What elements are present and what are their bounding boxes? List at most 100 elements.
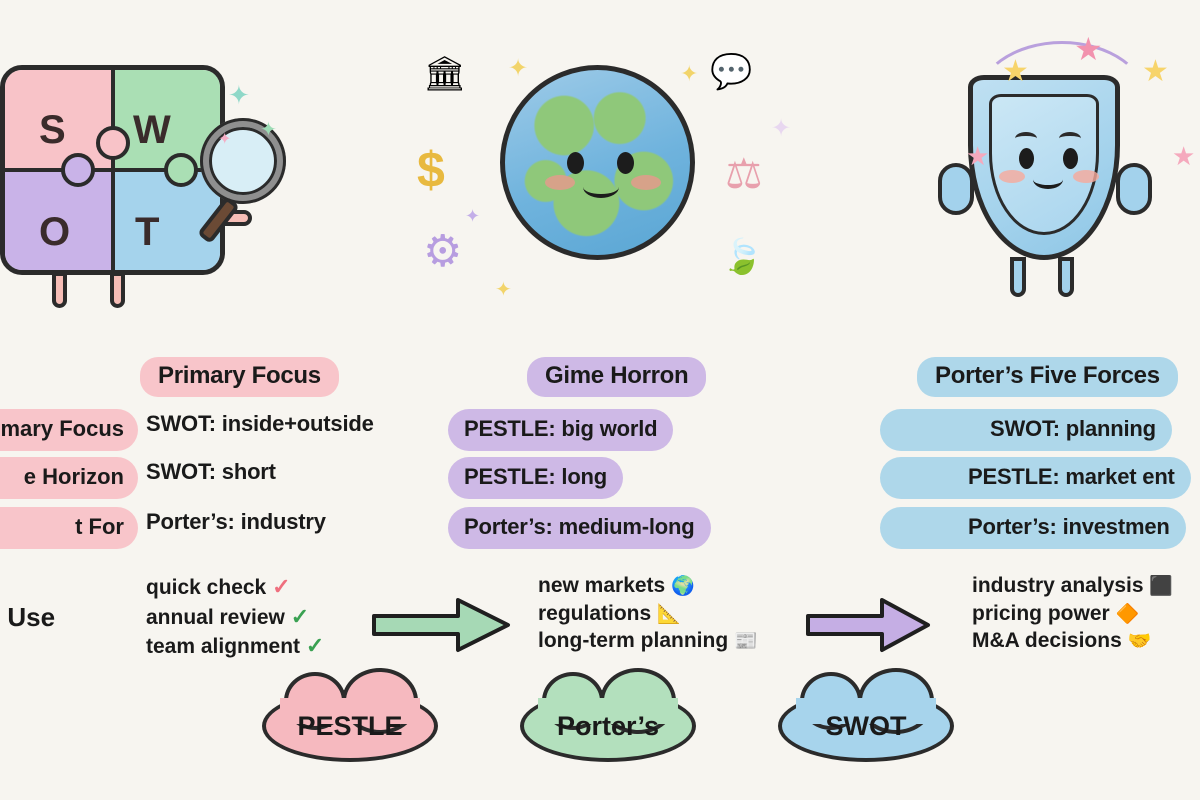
cell-middle-row1: PESTLE: long — [448, 457, 624, 499]
flow-cloud-label: SWOT — [825, 710, 907, 741]
list-item-label: new markets — [538, 574, 666, 597]
swot-quadrant-t — [112, 170, 220, 270]
list-item: pricing power 🔶 — [972, 600, 1173, 628]
arrow-left-to-middle-icon — [372, 594, 512, 661]
list-item: M&A decisions 🤝 — [972, 627, 1173, 655]
pestle-globe-character: 🏛 $ ⚙ 💬 ⚖ 🍃 ✦ ✦ ✦ ✦ ✦ — [405, 35, 795, 335]
scales-icon: ⚖ — [725, 150, 763, 197]
magnifier-lens — [200, 118, 286, 204]
sparkle-icon: ✦ — [260, 119, 277, 141]
diamond-icon: 🔶 — [1115, 603, 1140, 625]
shield-eye-left — [1019, 148, 1034, 169]
swot-left-leg — [52, 272, 67, 308]
check-icon: ✓ — [272, 574, 291, 599]
globe-smile — [583, 176, 619, 198]
list-item: annual review ✓ — [146, 602, 324, 632]
cell-left-row2: Porter’s: industry — [146, 509, 326, 534]
ruler-icon: 📐 — [657, 603, 681, 625]
porter-shield-character: ★ ★ ★ ★ ★ — [920, 31, 1200, 335]
flow-cloud-label: PESTLE — [297, 710, 403, 741]
cell-middle-row2: Porter’s: medium-long — [448, 507, 711, 549]
cloud-fill — [538, 698, 678, 724]
shield-smile — [1033, 170, 1063, 189]
government-building-icon: 🏛 — [423, 55, 467, 93]
swot-puzzle-character: S W O T ✦ ✦ ✦ — [0, 40, 300, 330]
star-icon: ★ — [1142, 55, 1169, 88]
column-header-porter: Porter’s Five Forces — [917, 357, 1178, 397]
when-to-use-list-pestle: new markets 🌍 regulations 📐 long-term pl… — [538, 572, 758, 655]
shield-left-arm — [938, 163, 974, 215]
swot-quadrant-o — [5, 170, 113, 270]
sparkle-icon: ✦ — [680, 61, 699, 86]
row-label-best-for: t For — [0, 507, 138, 549]
newspaper-icon: 📰 — [734, 631, 758, 653]
sparkle-icon: ✦ — [771, 115, 792, 142]
sparkle-icon: ✦ — [508, 55, 529, 82]
star-icon: ★ — [966, 141, 990, 171]
shield-left-leg — [1010, 257, 1026, 297]
list-item-label: regulations — [538, 601, 652, 625]
sparkle-icon: ✦ — [228, 80, 250, 110]
list-item: new markets 🌍 — [538, 572, 758, 600]
arrow-middle-to-right-icon — [806, 594, 932, 661]
dollar-sign-icon: $ — [417, 142, 445, 198]
shield-right-leg — [1058, 257, 1074, 297]
list-item-label: M&A decisions — [972, 629, 1122, 653]
magnifier-handle — [197, 195, 240, 245]
shield-inner-border — [989, 94, 1099, 235]
list-item-label: pricing power — [972, 601, 1110, 625]
magnifying-glass-icon — [188, 118, 293, 253]
when-to-use-list-swot: quick check ✓ annual review ✓ team align… — [146, 572, 324, 661]
flow-cloud-label: Porter’s — [556, 710, 660, 741]
row-label-when-to-use: en to Use — [0, 602, 56, 632]
cell-left-row0: SWOT: inside+outside — [146, 411, 374, 436]
row-label-time-horizon: e Horizon — [0, 457, 138, 499]
swot-right-leg — [110, 272, 125, 308]
star-icon: ★ — [1172, 141, 1196, 171]
globe-blush-left — [545, 175, 575, 190]
cell-left-row1: SWOT: short — [146, 459, 276, 484]
swot-quadrant-s — [5, 70, 113, 170]
list-item: quick check ✓ — [146, 572, 324, 602]
cell-right-row1: PESTLE: market ent — [880, 457, 1191, 499]
list-item: regulations 📐 — [538, 600, 758, 628]
puzzle-knob-right — [164, 153, 199, 187]
list-item-label: long-term planning — [538, 629, 729, 653]
sparkle-icon: ✦ — [218, 131, 232, 148]
sparkle-icon: ✦ — [495, 279, 512, 301]
cell-right-row2: Porter’s: investmen — [880, 507, 1186, 549]
cell-right-row0: SWOT: planning — [880, 409, 1172, 451]
sparkle-icon: ✦ — [465, 206, 481, 226]
cell-middle-row0: PESTLE: big world — [448, 409, 674, 451]
star-icon: ★ — [1074, 31, 1103, 67]
globe-eye-left — [567, 152, 584, 174]
flow-cloud-swot: SWOT — [778, 668, 954, 762]
list-item-label: quick check — [146, 576, 267, 599]
swot-letter-o: O — [39, 210, 71, 254]
list-item: long-term planning 📰 — [538, 627, 758, 655]
globe-blush-right — [631, 175, 661, 190]
shield-body — [968, 75, 1120, 260]
list-item-label: industry analysis — [972, 574, 1144, 597]
globe-icon: 🌍 — [671, 576, 695, 597]
shield-eye-right — [1063, 148, 1078, 169]
list-item-label: team alignment — [146, 635, 301, 659]
globe-body — [500, 65, 695, 260]
method-flow-row: PESTLE → Porter’s → SWOT — [0, 668, 1200, 790]
speech-bubble-icon: 💬 — [710, 53, 753, 91]
puzzle-knob-top — [95, 126, 130, 160]
flow-cloud-pestle: PESTLE — [262, 668, 438, 762]
shield-right-arm — [1116, 163, 1152, 215]
shield-blush-right — [1073, 170, 1099, 183]
swot-puzzle-body: S W O T — [0, 65, 225, 275]
shield-brow-left — [1015, 132, 1037, 145]
square-icon: ⬛ — [1149, 576, 1174, 597]
shield-blush-left — [999, 170, 1025, 183]
swot-letter-w: W — [133, 108, 171, 152]
swot-letter-s: S — [39, 108, 66, 152]
swot-letter-t: T — [135, 210, 160, 254]
cloud-fill — [280, 698, 420, 724]
column-header-swot: Primary Focus — [140, 357, 339, 397]
column-header-pestle: Gime Horron — [527, 357, 707, 397]
